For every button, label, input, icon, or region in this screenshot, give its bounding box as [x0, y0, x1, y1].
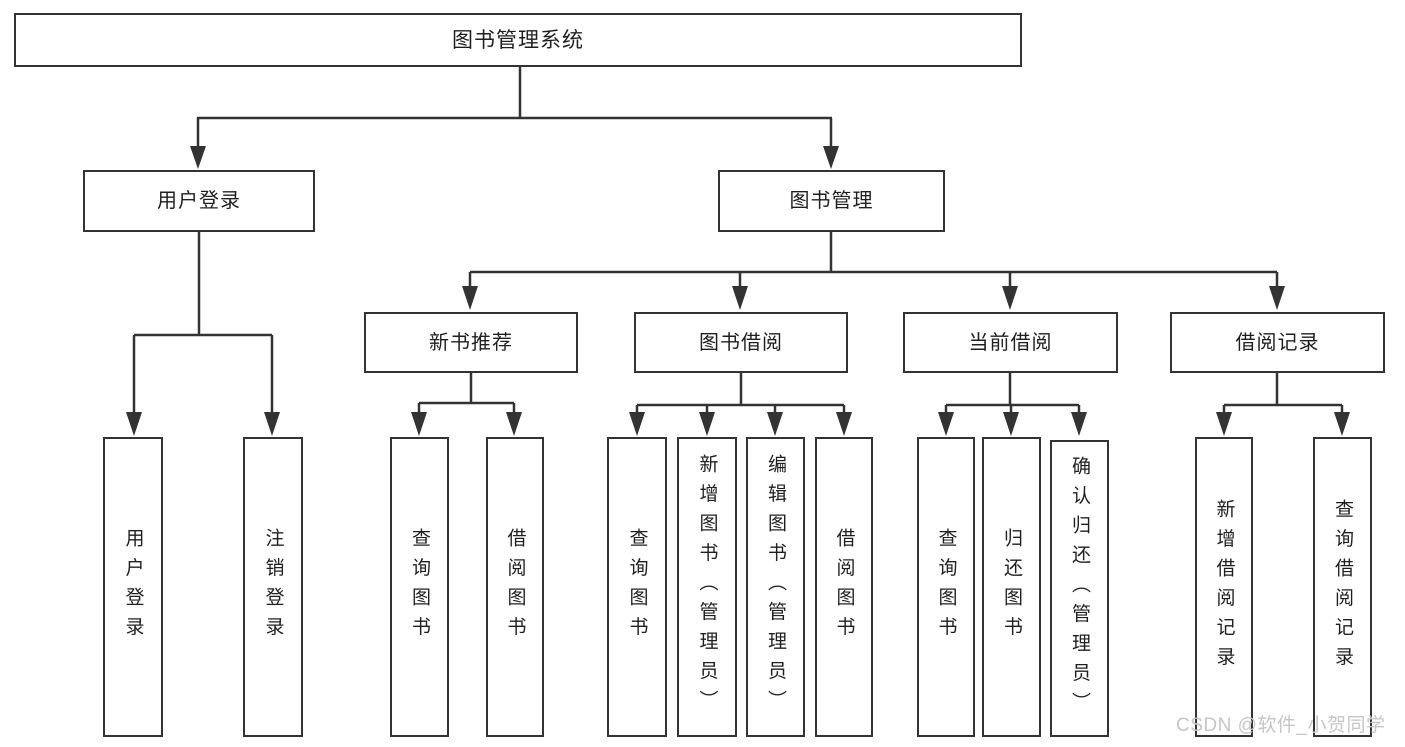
- csdn-watermark: CSDN @软件_小贺同学: [1176, 715, 1386, 736]
- node-label: 查询借阅记录: [1332, 498, 1353, 676]
- node-label: 新书推荐: [429, 331, 513, 354]
- leaf-logout: 注销登录: [243, 437, 303, 737]
- leaf-edit-book-admin: 编辑图书（管理员）: [746, 437, 805, 737]
- leaf-query-books-current: 查询图书: [917, 437, 975, 737]
- node-label: 借阅图书: [833, 528, 855, 646]
- node-label: 图书管理系统: [452, 28, 584, 52]
- node-label: 当前借阅: [968, 331, 1053, 354]
- leaf-borrow-books: 借阅图书: [815, 437, 873, 737]
- node-user-login: 用户登录: [83, 170, 315, 232]
- leaf-query-books-borrow: 查询图书: [607, 437, 667, 737]
- node-label: 查询图书: [409, 528, 430, 646]
- node-label: 借阅记录: [1235, 331, 1320, 354]
- node-label: 用户登录: [122, 528, 144, 646]
- node-root-library-system: 图书管理系统: [14, 13, 1022, 67]
- node-label: 归还图书: [1001, 528, 1022, 646]
- leaf-confirm-return-admin: 确认归还（管理员）: [1050, 440, 1109, 737]
- leaf-add-book-admin: 新增图书（管理员）: [677, 437, 737, 737]
- node-label: 编辑图书（管理员）: [765, 454, 786, 720]
- node-label: 新增借阅记录: [1213, 498, 1235, 676]
- node-borrow-records: 借阅记录: [1170, 312, 1385, 373]
- leaf-borrow-books-recommend: 借阅图书: [486, 437, 544, 737]
- leaf-user-login: 用户登录: [103, 437, 163, 737]
- node-label: 图书管理: [789, 190, 874, 212]
- node-label: 用户登录: [157, 190, 241, 212]
- leaf-return-books: 归还图书: [982, 437, 1041, 737]
- leaf-add-borrow-record: 新增借阅记录: [1195, 437, 1253, 737]
- node-book-management: 图书管理: [718, 170, 945, 232]
- node-label: 图书借阅: [699, 331, 783, 354]
- node-label: 查询图书: [935, 528, 957, 646]
- node-label: 查询图书: [626, 528, 648, 646]
- leaf-query-borrow-record: 查询借阅记录: [1313, 437, 1372, 737]
- node-current-borrowing: 当前借阅: [903, 312, 1118, 373]
- node-label: 借阅图书: [504, 528, 526, 646]
- node-book-borrowing: 图书借阅: [634, 312, 848, 373]
- node-new-book-recommend: 新书推荐: [364, 312, 578, 373]
- leaf-query-books-recommend: 查询图书: [390, 437, 449, 737]
- node-label: 确认归还（管理员）: [1069, 455, 1090, 722]
- node-label: 注销登录: [262, 528, 284, 646]
- node-label: 新增图书（管理员）: [696, 454, 718, 720]
